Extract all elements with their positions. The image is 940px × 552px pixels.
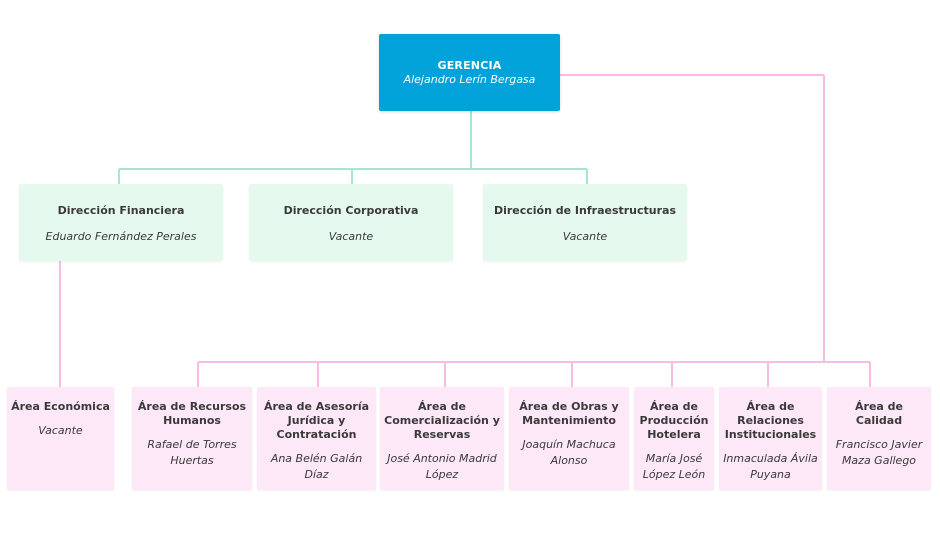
node-area-asesoria-juridica: Área de Asesoría Jurídica y Contratación… [257, 387, 376, 490]
node-person: Francisco Javier Maza Gallego [835, 438, 923, 467]
node-title: Área de Asesoría Jurídica y Contratación [263, 400, 370, 441]
node-title: Dirección Financiera [57, 204, 185, 217]
node-area-relaciones-institucionales: Área de Relaciones Institucionales Inmac… [719, 387, 822, 490]
node-title: Área de Recursos Humanos [137, 400, 247, 427]
node-person: Vacante [328, 230, 374, 243]
node-title: Área Económica [11, 400, 110, 413]
node-person: Alejandro Lerín Bergasa [403, 73, 536, 86]
node-person: Ana Belén Galán Díaz [270, 452, 363, 481]
node-area-recursos-humanos: Área de Recursos Humanos Rafael de Torre… [132, 387, 252, 490]
node-direccion-financiera: Dirección Financiera Eduardo Fernández P… [19, 184, 223, 261]
node-person: María José López León [642, 452, 706, 481]
node-title: Dirección de Infraestructuras [493, 204, 677, 217]
node-person: Rafael de Torres Huertas [147, 438, 237, 467]
node-person: Joaquín Machuca Alonso [522, 438, 616, 467]
node-title: Área de Calidad [855, 400, 903, 427]
node-gerencia: GERENCIA Alejandro Lerín Bergasa [379, 34, 560, 111]
node-person: Inmaculada Ávila Puyana [723, 452, 818, 481]
node-area-produccion-hotelera: Área de Producción Hotelera María José L… [634, 387, 714, 490]
node-area-comercializacion: Área de Comercialización y Reservas José… [380, 387, 504, 490]
node-direccion-corporativa: Dirección Corporativa Vacante [249, 184, 453, 261]
node-title: GERENCIA [437, 59, 502, 72]
node-person: Eduardo Fernández Perales [45, 230, 197, 243]
node-direccion-infraestructuras: Dirección de Infraestructuras Vacante [483, 184, 687, 261]
node-area-calidad: Área de Calidad Francisco Javier Maza Ga… [827, 387, 931, 490]
node-person: Vacante [38, 424, 83, 437]
node-title: Área de Relaciones Institucionales [724, 400, 817, 441]
node-title: Dirección Corporativa [283, 204, 419, 217]
node-area-economica: Área Económica Vacante [7, 387, 114, 490]
node-person: José Antonio Madrid López [387, 452, 497, 481]
node-title: Área de Comercialización y Reservas [384, 400, 500, 441]
node-title: Área de Obras y Mantenimiento [519, 400, 619, 427]
node-title: Área de Producción Hotelera [639, 400, 709, 441]
node-area-obras: Área de Obras y Mantenimiento Joaquín Ma… [509, 387, 629, 490]
node-person: Vacante [562, 230, 608, 243]
